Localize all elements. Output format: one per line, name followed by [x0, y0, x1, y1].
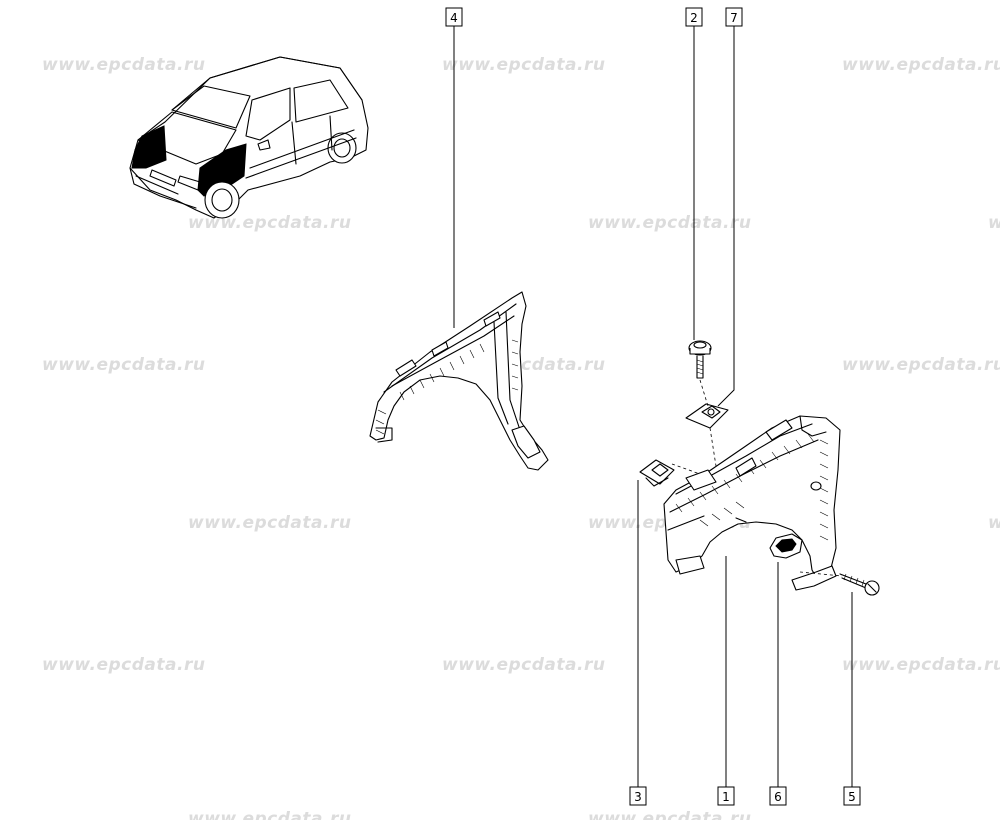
- watermark-text: www.epcdata.ru: [188, 213, 351, 233]
- callout-7[interactable]: 7: [725, 7, 743, 27]
- callout-number: 7: [730, 11, 738, 25]
- watermark-text: www.epcdata.ru: [988, 513, 1000, 533]
- callout-box: [717, 786, 735, 806]
- callout-box: [445, 7, 463, 27]
- watermark-text: www.epcdata.ru: [42, 655, 205, 675]
- callout-5[interactable]: 5: [843, 786, 861, 806]
- watermark-text: www.epcdata.ru: [988, 213, 1000, 233]
- assembly-line: [699, 379, 709, 407]
- watermark-text: www.epcdata.ru: [842, 55, 1000, 75]
- callout-3[interactable]: 3: [629, 786, 647, 806]
- callout-6[interactable]: 6: [769, 786, 787, 806]
- callout-1[interactable]: 1: [717, 786, 735, 806]
- car-overview-illustration: [129, 56, 369, 219]
- callout-number: 6: [774, 790, 782, 804]
- grommet-illustration-part-6: [769, 533, 803, 559]
- callout-box: [629, 786, 647, 806]
- watermark-text: www.epcdata.ru: [442, 55, 605, 75]
- callout-box: [843, 786, 861, 806]
- assembly-line: [709, 427, 717, 467]
- callout-number: 5: [848, 790, 856, 804]
- callout-number: 4: [450, 11, 458, 25]
- fender-illustration-part-4: [369, 291, 549, 471]
- watermark-text: www.epcdata.ru: [588, 809, 751, 820]
- screw-illustration-part-5: [839, 573, 880, 596]
- clip-illustration-part-3: [639, 459, 675, 487]
- watermark-text: www.epcdata.ru: [188, 809, 351, 820]
- watermark-text: www.epcdata.ru: [42, 355, 205, 375]
- nut-plate-illustration-part-7: [685, 403, 729, 429]
- callout-4[interactable]: 4: [445, 7, 463, 27]
- assembly-line: [671, 463, 701, 475]
- callout-2[interactable]: 2: [685, 7, 703, 27]
- callout-number: 3: [634, 790, 642, 804]
- watermark-text: www.epcdata.ru: [588, 213, 751, 233]
- callout-box: [769, 786, 787, 806]
- bolt-illustration-part-2: [688, 340, 712, 379]
- callout-box: [685, 7, 703, 27]
- assembly-line: [799, 571, 843, 577]
- watermark-text: www.epcdata.ru: [842, 355, 1000, 375]
- leader-lines: [453, 26, 853, 787]
- watermark-text: www.epcdata.ru: [442, 655, 605, 675]
- watermark-text: www.epcdata.ru: [42, 55, 205, 75]
- callout-box: [725, 7, 743, 27]
- watermark-text: www.epcdata.ru: [188, 513, 351, 533]
- callout-number: 2: [690, 11, 698, 25]
- callout-number: 1: [722, 790, 730, 804]
- fender-illustration-part-1: [663, 415, 841, 591]
- watermark-text: www.epcdata.ru: [842, 655, 1000, 675]
